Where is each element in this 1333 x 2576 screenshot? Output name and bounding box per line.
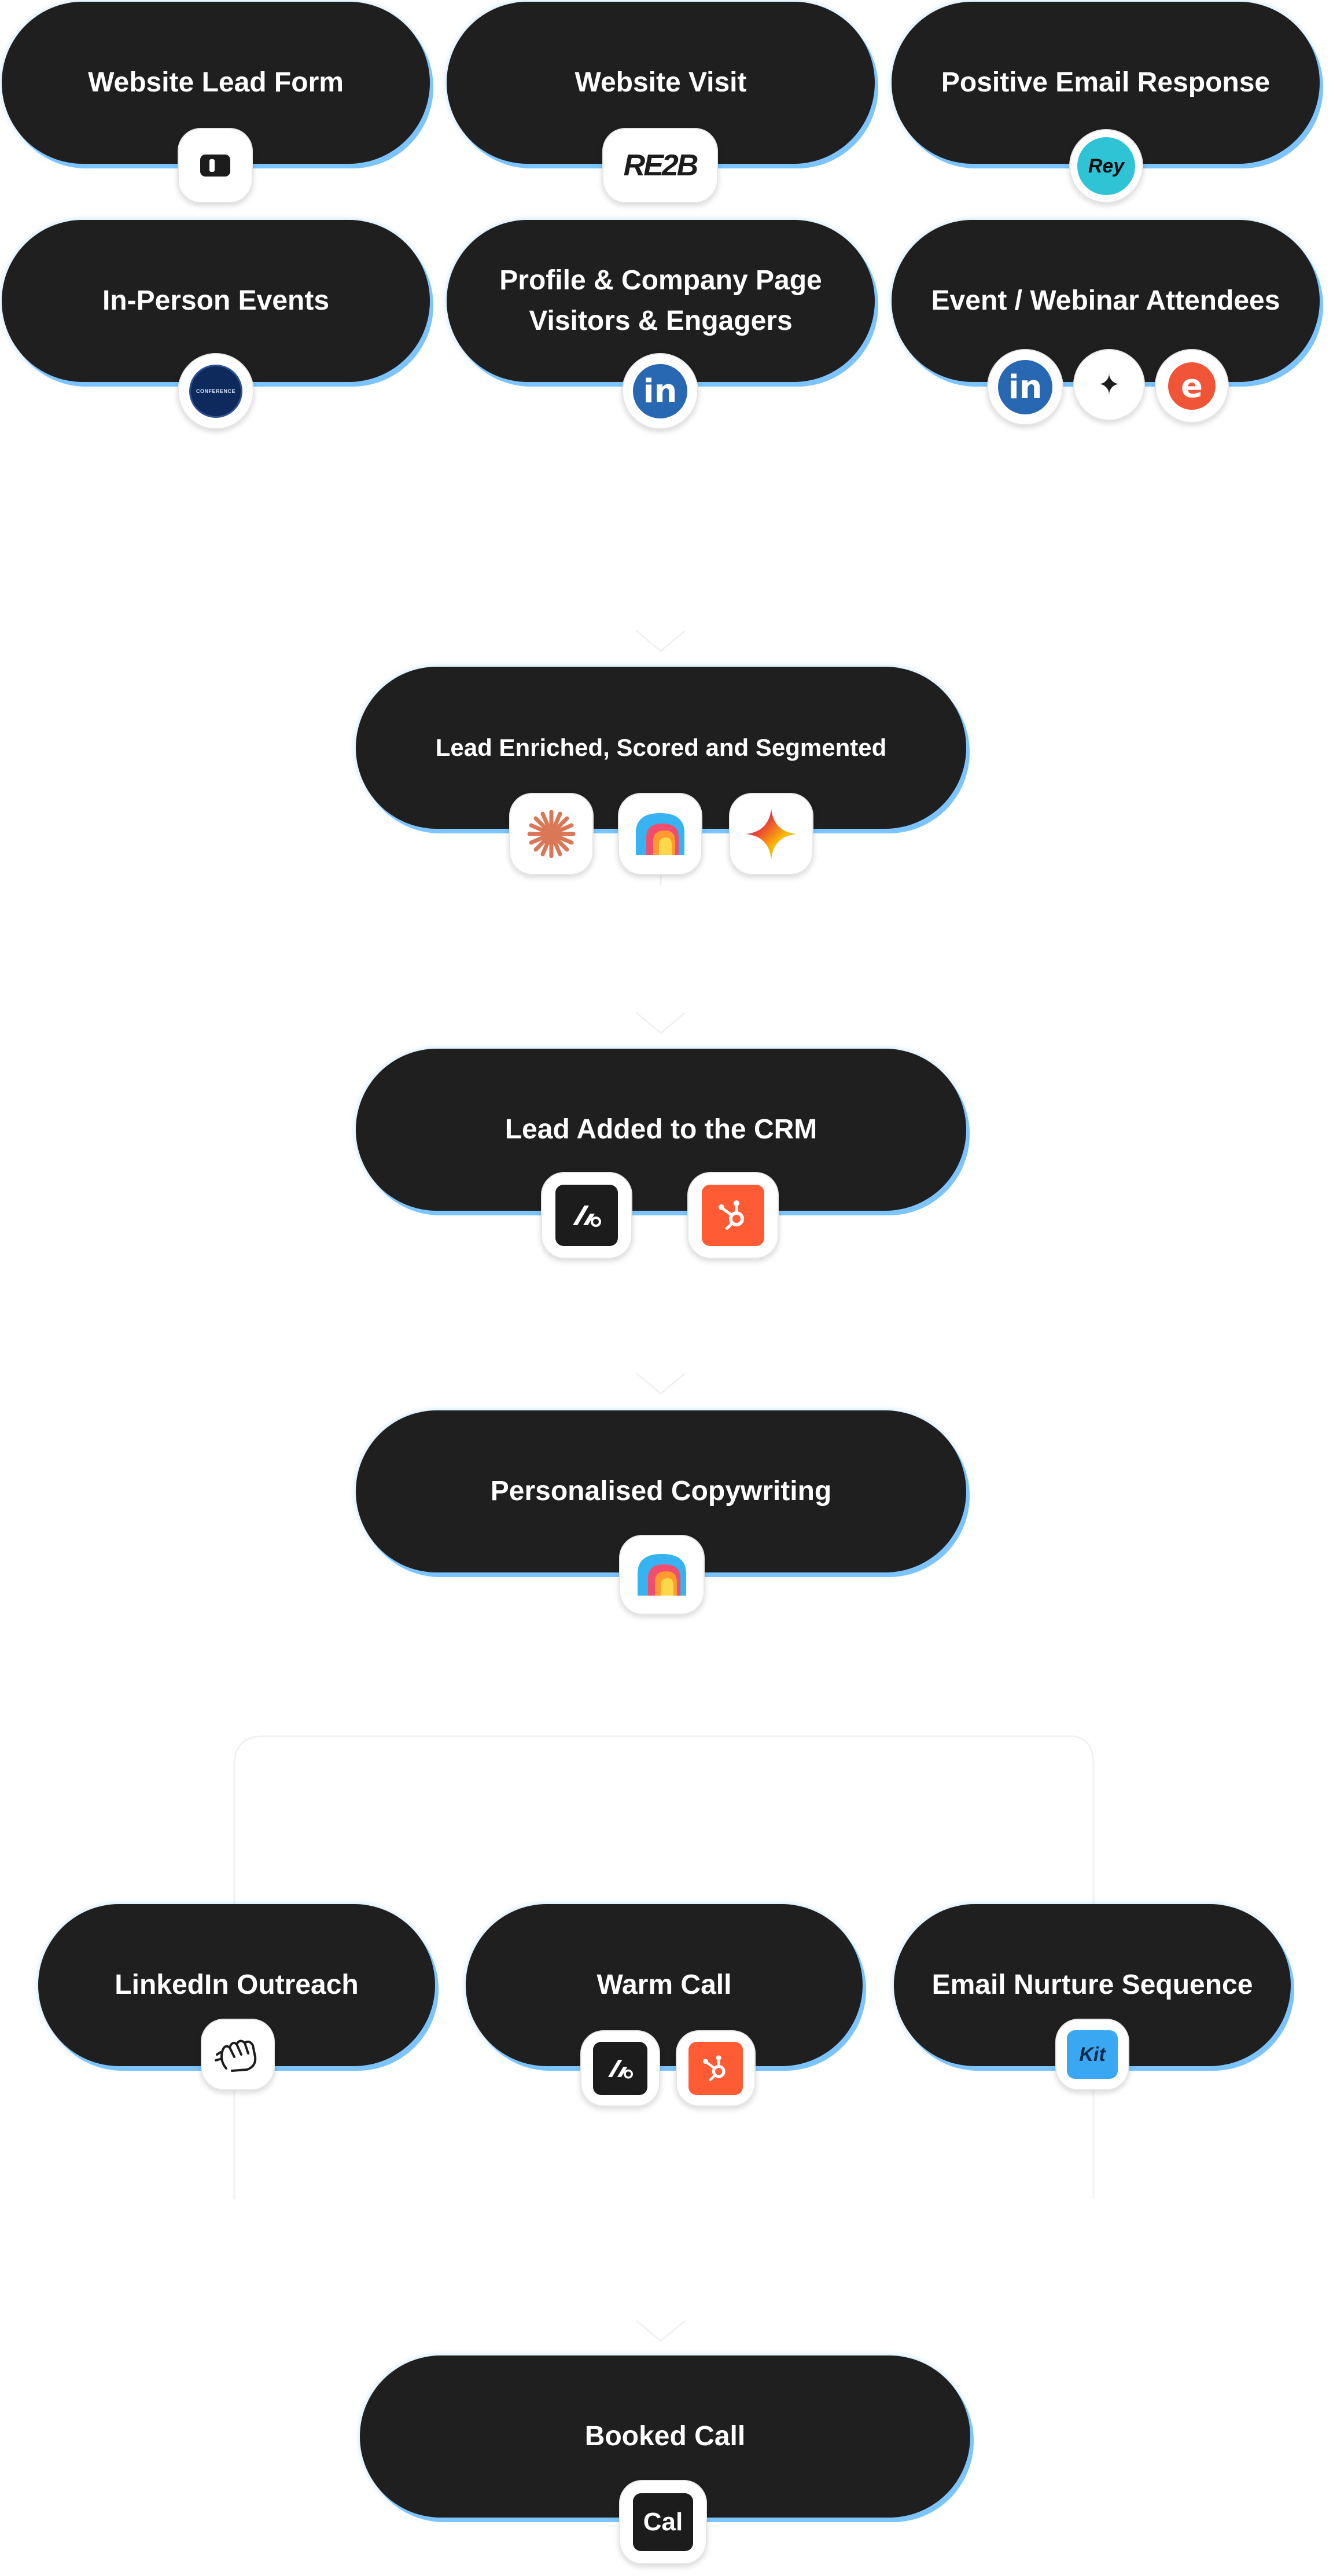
node-label: Profile & Company Page Visitors & Engage… bbox=[499, 265, 822, 336]
attio-icon bbox=[541, 1172, 632, 1259]
eventbrite-icon: e bbox=[1155, 349, 1229, 423]
node-label: In-Person Events bbox=[102, 285, 330, 317]
node-label: Warm Call bbox=[596, 1969, 732, 2001]
node-label: Email Nurture Sequence bbox=[931, 1969, 1253, 2001]
node-warm-call: Warm Call bbox=[466, 1904, 863, 2066]
merge-line bbox=[233, 2072, 1095, 2199]
node-label: Website Lead Form bbox=[88, 67, 344, 98]
clay-icon bbox=[619, 1535, 705, 1615]
hubspot-icon bbox=[676, 2030, 756, 2107]
reply-logo: Rey bbox=[1069, 129, 1143, 203]
claude-icon bbox=[509, 793, 594, 875]
node-label: Positive Email Response bbox=[941, 67, 1271, 98]
clay-icon bbox=[618, 793, 702, 875]
node-label: Event / Webinar Attendees bbox=[931, 285, 1280, 317]
cal-icon: Cal bbox=[619, 2480, 707, 2564]
linkedin-icon: in bbox=[622, 353, 698, 429]
node-label: Personalised Copywriting bbox=[490, 1476, 832, 1507]
gemini-icon bbox=[729, 793, 813, 875]
rb2b-logo: RE2B bbox=[602, 128, 718, 203]
node-booked-call: Booked Call bbox=[360, 2355, 970, 2518]
linkedin-icon: in bbox=[987, 349, 1063, 425]
form-tool-icon bbox=[178, 128, 253, 203]
hubspot-icon bbox=[687, 1172, 779, 1259]
node-lead-enriched: Lead Enriched, Scored and Segmented bbox=[356, 667, 966, 829]
branch-line bbox=[233, 1735, 1095, 1904]
heyreach-icon bbox=[201, 2019, 275, 2090]
chevron-arrow-4 bbox=[636, 2320, 686, 2342]
node-lead-added-crm: Lead Added to the CRM bbox=[356, 1049, 966, 1211]
node-in-person-events: In-Person Events bbox=[2, 220, 430, 382]
conference-app-icon: CONFERENCE bbox=[178, 353, 254, 429]
attio-icon bbox=[580, 2030, 660, 2107]
kit-icon: Kit bbox=[1055, 2019, 1129, 2090]
node-label: LinkedIn Outreach bbox=[115, 1969, 359, 2001]
sparkle-icon: ✦ bbox=[1073, 349, 1145, 421]
node-label: Booked Call bbox=[584, 2421, 746, 2452]
node-label: Lead Added to the CRM bbox=[505, 1114, 818, 1145]
node-label: Lead Enriched, Scored and Segmented bbox=[435, 733, 887, 761]
chevron-arrow-1 bbox=[636, 630, 686, 652]
node-label: Website Visit bbox=[575, 67, 747, 98]
chevron-arrow-3 bbox=[636, 1372, 686, 1395]
node-profile-company-page: Profile & Company Page Visitors & Engage… bbox=[447, 220, 875, 382]
chevron-arrow-2 bbox=[636, 1012, 686, 1034]
